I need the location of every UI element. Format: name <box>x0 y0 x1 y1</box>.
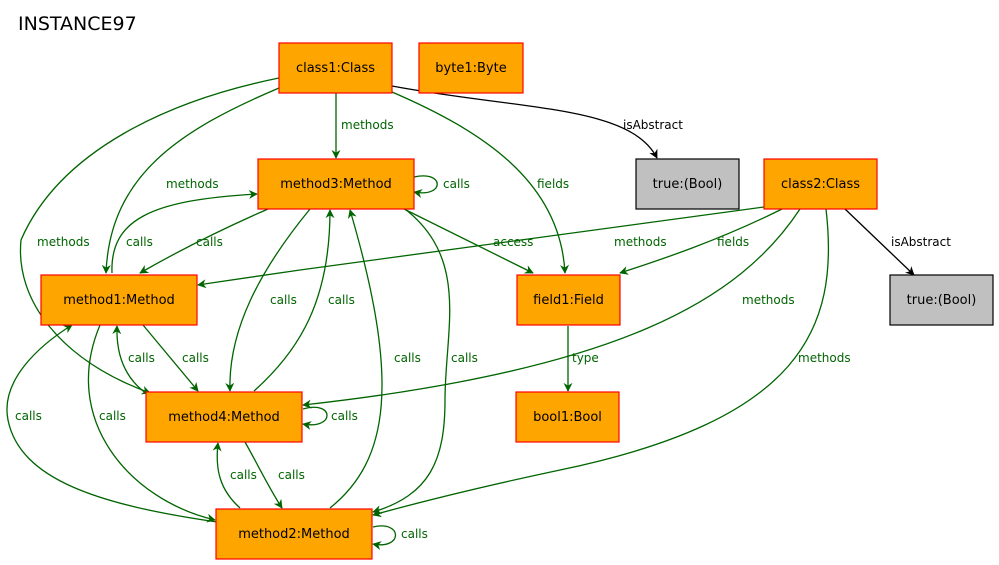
node-class2-box <box>763 158 878 210</box>
edge-method1-calls-method2 <box>87 324 216 523</box>
node-true2-box <box>889 274 994 326</box>
edge-label-method2-calls-method4: calls <box>230 468 257 482</box>
edge-label-class1-fields-field1: fields <box>537 177 569 191</box>
edge-method4-calls-method2 <box>244 441 283 509</box>
edge-label-method2-calls-method3: calls <box>394 351 421 365</box>
edge-method2-calls-method4 <box>212 442 241 509</box>
edge-class2-methods-method4 <box>302 208 801 409</box>
node-method2[interactable]: method2:Method <box>215 508 373 560</box>
diagram-title: INSTANCE97 <box>18 13 137 35</box>
edge-label-method4-calls-method3: calls <box>328 293 355 307</box>
node-method3-box <box>257 158 415 210</box>
node-field1-box <box>516 274 621 326</box>
node-method1-box <box>40 274 198 326</box>
node-true1-box <box>635 158 740 210</box>
node-method4-label: method4:Method <box>168 410 280 425</box>
edge-method3-calls-method3 <box>413 175 438 198</box>
edge-label-method2-calls-method2: calls <box>401 527 428 541</box>
node-method3[interactable]: method3:Method <box>257 158 415 210</box>
edge-method4-calls-method1 <box>112 325 151 397</box>
nodes: class1:Class byte1:Byte method3:Method t… <box>40 42 994 560</box>
edge-label-method1-calls-method4: calls <box>182 351 209 365</box>
edge-label-method4-calls-method2: calls <box>278 468 305 482</box>
edge-method4-calls-method3 <box>253 209 335 392</box>
edge-label-method4-calls-method4: calls <box>331 409 358 423</box>
edge-class1-methods-method1 <box>101 87 280 274</box>
edge-label-method1-calls-method3: calls <box>126 235 153 249</box>
edge-method3-calls-method1 <box>139 208 269 274</box>
edge-method2-calls-method3 <box>329 209 383 509</box>
edge-label-class2-isabstract-true2: isAbstract <box>891 235 951 249</box>
node-method3-label: method3:Method <box>280 177 392 192</box>
edge-label-field1-type-bool1: type <box>572 351 599 365</box>
edge-label-class1-isabstract-true1: isAbstract <box>623 118 683 132</box>
node-true1-label: true:(Bool) <box>653 177 723 192</box>
edges: methods methods methods fields isAbstrac… <box>6 77 951 550</box>
edge-label-method3-access-field1: access <box>493 235 533 249</box>
edge-method3-access-field1 <box>403 208 534 274</box>
node-method2-box <box>215 508 373 560</box>
edge-method3-calls-method4 <box>225 208 311 392</box>
node-method4[interactable]: method4:Method <box>145 391 303 443</box>
node-class1[interactable]: class1:Class <box>278 42 393 94</box>
edge-label-class1-methods-method4: methods <box>37 235 90 249</box>
edge-label-method2-calls-method1: calls <box>15 409 42 423</box>
edge-class2-isabstract-true2 <box>844 208 915 276</box>
node-method1-label: method1:Method <box>63 293 175 308</box>
node-field1-label: field1:Field <box>533 293 604 308</box>
edge-class2-methods-method2 <box>372 208 830 518</box>
node-class1-label: class1:Class <box>296 61 375 76</box>
edge-label-method3-calls-method4: calls <box>270 293 297 307</box>
node-class1-box <box>278 42 393 94</box>
edge-label-class1-methods-method3: methods <box>341 118 394 132</box>
edge-class2-methods-method1 <box>197 206 765 289</box>
node-true1[interactable]: true:(Bool) <box>635 158 740 210</box>
edge-method2-calls-method1 <box>6 324 218 523</box>
edge-class1-fields-field1 <box>391 91 570 274</box>
node-method4-box <box>145 391 303 443</box>
edge-method3-calls-method2 <box>372 208 451 514</box>
edge-method1-calls-method3 <box>111 189 258 274</box>
edge-label-class2-methods-method2: methods <box>798 351 851 365</box>
node-bool1-label: bool1:Bool <box>533 410 602 425</box>
edge-method1-calls-method4 <box>142 324 199 392</box>
node-class2[interactable]: class2:Class <box>763 158 878 210</box>
edge-class1-isabstract-true1 <box>391 85 658 159</box>
edge-label-class2-methods-method4: methods <box>742 293 795 307</box>
edge-label-method4-calls-method1: calls <box>128 351 155 365</box>
edge-label-class2-fields-field1: fields <box>717 235 749 249</box>
edge-label-method3-calls-method2: calls <box>451 351 478 365</box>
node-bool1-box <box>515 391 620 443</box>
edge-label-class2-methods-method1: methods <box>614 235 667 249</box>
node-byte1-label: byte1:Byte <box>435 61 506 76</box>
edge-class1-methods-method4 <box>19 77 280 395</box>
node-field1[interactable]: field1:Field <box>516 274 621 326</box>
edge-label-method1-calls-method2: calls <box>99 409 126 423</box>
edge-label-method3-calls-method3: calls <box>443 177 470 191</box>
node-true2[interactable]: true:(Bool) <box>889 274 994 326</box>
edge-label-class1-methods-method1: methods <box>166 177 219 191</box>
node-bool1[interactable]: bool1:Bool <box>515 391 620 443</box>
node-true2-label: true:(Bool) <box>907 293 977 308</box>
node-byte1-box <box>418 42 524 94</box>
node-method1[interactable]: method1:Method <box>40 274 198 326</box>
node-class2-label: class2:Class <box>781 177 860 192</box>
node-byte1[interactable]: byte1:Byte <box>418 42 524 94</box>
edge-class2-fields-field1 <box>619 208 783 275</box>
edge-method4-calls-method4 <box>302 406 328 430</box>
node-method2-label: method2:Method <box>238 527 350 542</box>
edge-label-method3-calls-method1: calls <box>196 235 223 249</box>
edge-method2-calls-method2 <box>372 525 397 550</box>
